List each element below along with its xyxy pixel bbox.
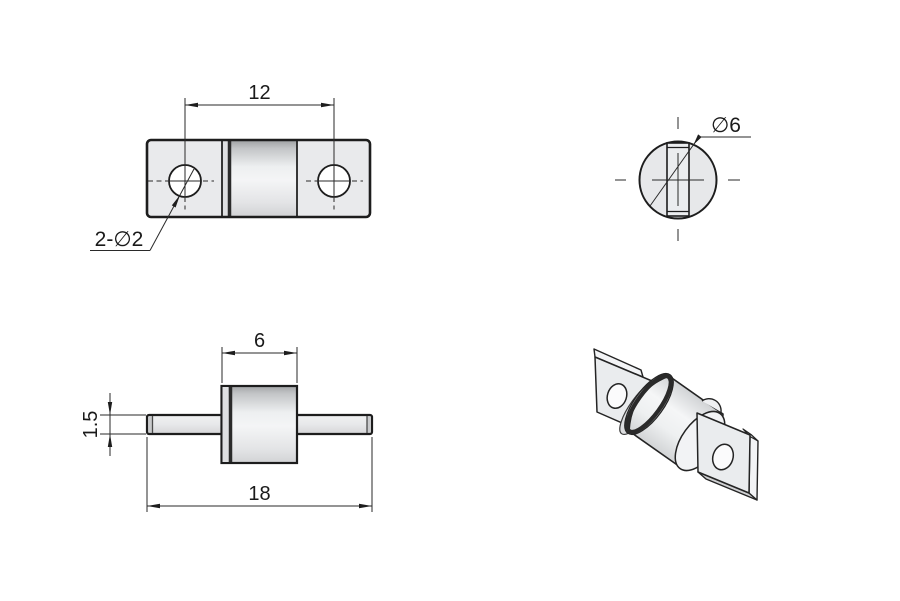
iso-washer-ring [625,373,673,435]
profile-cylinder [220,384,299,465]
end-view: ∅6 [615,114,751,241]
arrowhead [284,350,297,356]
iso-bump [701,398,722,413]
diameter-callout-label: ∅6 [711,114,741,137]
arrowhead [185,102,198,108]
diameter-callout: ∅6 [649,114,751,207]
dimension-plate-thickness: 1.5 [80,393,146,456]
profile-plate-end-right [367,416,371,433]
profile-washer-band [222,387,229,462]
iso-right-hole [711,443,735,471]
profile-plate-end-left [148,416,152,433]
arrowhead [147,503,160,509]
dimension-hole-spacing: 12 [184,82,335,196]
dimension-boss-length: 6 [221,330,298,383]
iso-washer-outer-ring [624,373,674,435]
arrowhead [693,134,702,145]
arrowhead [107,434,113,447]
dim-1-5-label: 1.5 [80,411,102,439]
dim-18-label: 18 [248,483,270,505]
dim-12-label: 12 [248,82,270,104]
arrowhead [222,350,235,356]
hole-callout-label: 2-∅2 [95,228,144,251]
isometric-view [593,348,759,501]
end-centerlines [615,117,740,241]
arrowhead [107,402,113,415]
arrowhead [359,503,372,509]
arrowhead [321,102,334,108]
iso-left-hole [606,383,628,409]
front-cylinder [231,141,297,216]
hole-callout: 2-∅2 [90,168,195,251]
dim-6-label: 6 [254,330,265,352]
front-washer-band [222,141,230,216]
dimension-overall-length: 18 [146,437,373,512]
front-outline [145,138,372,219]
front-view: 12 2-∅2 [90,82,372,251]
arrowhead [171,195,180,208]
profile-view: 6 1.5 18 [80,330,374,512]
